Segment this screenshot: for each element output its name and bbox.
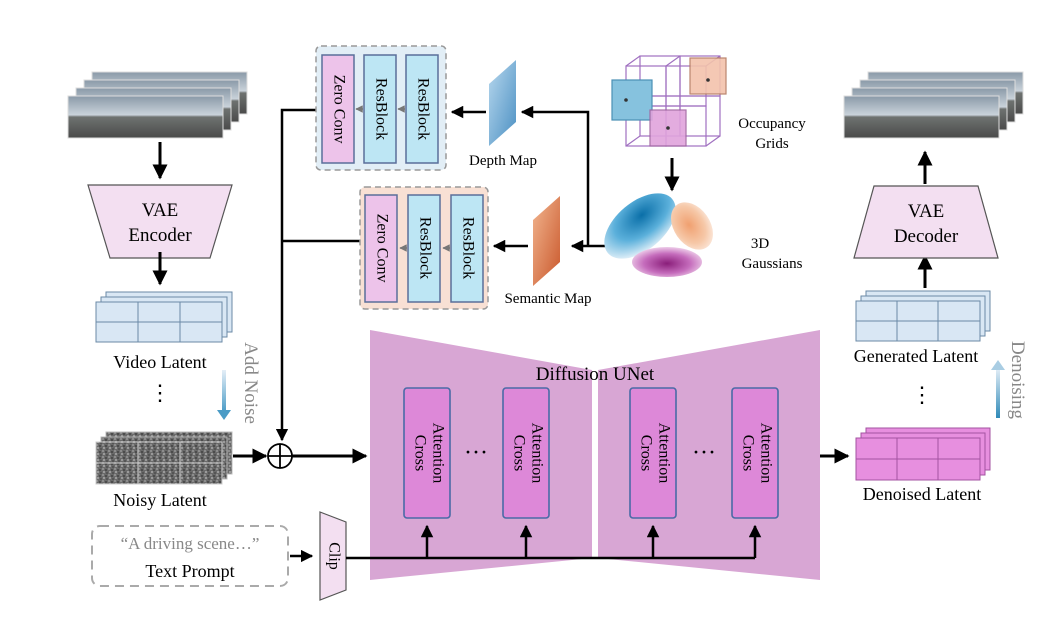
add-noise-bar bbox=[222, 370, 226, 412]
sum-node bbox=[267, 443, 293, 469]
cross-attention-3 bbox=[629, 387, 677, 519]
text-prompt-box: “A driving scene…” Text Prompt bbox=[91, 525, 289, 587]
vae-decoder-label-2: Decoder bbox=[894, 226, 959, 247]
gaussians-label-2: Gaussians bbox=[742, 256, 803, 272]
denoising-arrowhead bbox=[991, 360, 1005, 370]
semantic-map-plane bbox=[533, 196, 560, 286]
cross-attention-4-label-1: Cross bbox=[739, 435, 756, 471]
semantic-resblock-1 bbox=[407, 194, 441, 303]
generated-latent-label: Generated Latent bbox=[854, 346, 978, 366]
add-noise-arrowhead bbox=[217, 410, 231, 420]
output-video-frames bbox=[843, 71, 1024, 139]
generated-latent-dots: ⋮ bbox=[911, 382, 933, 407]
gaussians-label-1: 3D bbox=[751, 236, 770, 252]
cross-attention-2-label-2: Attention bbox=[528, 423, 545, 483]
depth-resblock-2 bbox=[405, 54, 439, 164]
text-prompt-label: Text Prompt bbox=[145, 561, 234, 581]
occupancy-label-1: Occupancy bbox=[738, 116, 806, 132]
vae-encoder-label-1: VAE bbox=[142, 200, 179, 221]
clip-label: Clip bbox=[325, 542, 342, 570]
vae-decoder: VAE Decoder bbox=[853, 185, 999, 259]
semantic-zero-conv-label: Zero Conv bbox=[373, 214, 390, 283]
semantic-resblock-2-label: ResBlock bbox=[459, 217, 476, 279]
add-noise-label: Add Noise bbox=[240, 342, 261, 424]
depth-resblock-1-label: ResBlock bbox=[372, 78, 389, 140]
clip-encoder: Clip bbox=[319, 511, 347, 601]
cross-attention-1 bbox=[403, 387, 451, 519]
vae-encoder: VAE Encoder bbox=[87, 184, 233, 259]
depth-map-plane bbox=[489, 60, 516, 146]
cross-attention-2 bbox=[502, 387, 550, 519]
gaussians bbox=[604, 193, 713, 277]
occupancy-label-2: Grids bbox=[755, 136, 788, 152]
denoised-latent-label: Denoised Latent bbox=[863, 484, 981, 504]
occupancy-grids bbox=[611, 55, 727, 147]
semantic-controlnet-group: Zero Conv ResBlock ResBlock bbox=[359, 186, 489, 310]
depth-resblock-2-label: ResBlock bbox=[414, 78, 431, 140]
video-latent-dots: ⋮ bbox=[149, 380, 171, 405]
depth-controlnet-group: Zero Conv ResBlock ResBlock bbox=[315, 45, 447, 171]
cross-attention-3-label-2: Attention bbox=[655, 423, 672, 483]
cross-attention-3-label-1: Cross bbox=[637, 435, 654, 471]
cross-attention-4-label-2: Attention bbox=[757, 423, 774, 483]
denoised-latent-stack bbox=[855, 427, 991, 481]
video-latent-stack bbox=[95, 291, 233, 343]
control-signal-line bbox=[275, 108, 318, 442]
video-latent-label: Video Latent bbox=[113, 352, 206, 372]
semantic-map-label: Semantic Map bbox=[504, 291, 591, 307]
input-video-frames bbox=[67, 71, 248, 139]
cross-attention-1-label-2: Attention bbox=[429, 423, 446, 483]
text-prompt-quote: “A driving scene…” bbox=[121, 534, 260, 553]
ellipsis-right: ··· bbox=[692, 440, 716, 466]
cross-attention-2-label-1: Cross bbox=[510, 435, 527, 471]
noisy-latent-label: Noisy Latent bbox=[113, 490, 206, 510]
cross-attention-4 bbox=[731, 387, 779, 519]
noisy-latent-stack bbox=[95, 431, 233, 485]
depth-zero-conv-label: Zero Conv bbox=[330, 75, 347, 144]
cross-attention-1-label-1: Cross bbox=[411, 435, 428, 471]
denoising-label: Denoising bbox=[1007, 341, 1028, 420]
generated-latent-stack bbox=[855, 290, 991, 342]
ellipsis-left: ··· bbox=[464, 440, 488, 466]
semantic-resblock-1-label: ResBlock bbox=[416, 217, 433, 279]
depth-map-label: Depth Map bbox=[469, 153, 537, 169]
cross-attention-blocks: Cross Attention Cross Attention Cross At… bbox=[403, 387, 779, 519]
semantic-resblock-2 bbox=[450, 194, 484, 303]
depth-resblock-1 bbox=[363, 54, 397, 164]
vae-encoder-label-2: Encoder bbox=[128, 225, 192, 246]
depth-zero-conv bbox=[321, 54, 355, 164]
arrow-to-depth-map bbox=[520, 105, 590, 246]
denoising-bar bbox=[996, 368, 1000, 418]
semantic-zero-conv bbox=[364, 194, 398, 303]
vae-decoder-label-1: VAE bbox=[908, 201, 945, 222]
diffusion-unet-label: Diffusion UNet bbox=[536, 364, 655, 385]
